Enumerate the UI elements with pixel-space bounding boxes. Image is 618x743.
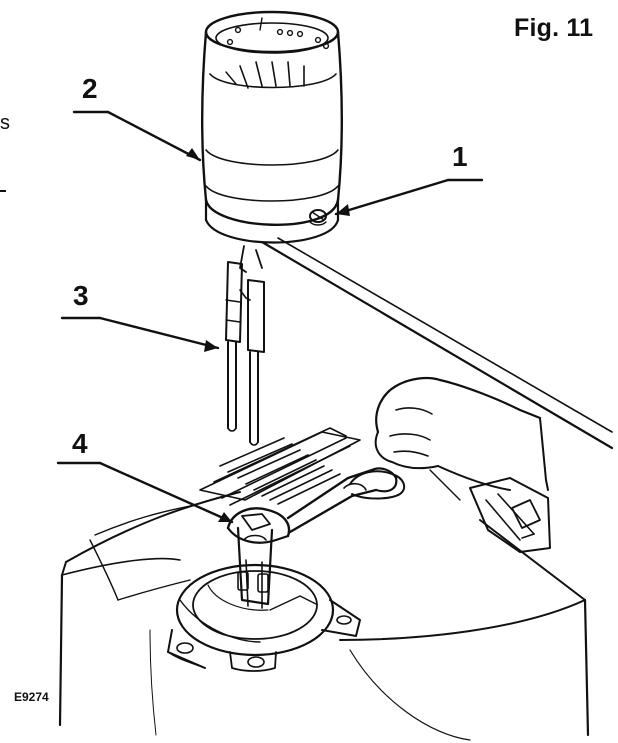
- leader-line-3: [98, 316, 220, 350]
- mounting-flange: [167, 563, 361, 672]
- cropped-edge-text: s: [0, 112, 10, 134]
- arrowhead-4: [218, 512, 232, 522]
- leader-line-1: [334, 178, 450, 216]
- housing-grille: [199, 427, 361, 506]
- leader-line-2: [106, 110, 202, 162]
- blast-tube-icon: [201, 10, 343, 244]
- screw-icon: [309, 209, 327, 226]
- burner-housing-icon: [58, 491, 590, 741]
- sleeve-cuff: [469, 477, 551, 553]
- cropped-edge-dash: [0, 190, 6, 192]
- arrowheads: [186, 148, 350, 522]
- electrode-pair-icon: [225, 245, 265, 446]
- electrode-holder: [236, 526, 274, 609]
- table-edge: [260, 237, 614, 450]
- callout-number-3: 3: [73, 280, 89, 311]
- arrowhead-1: [336, 204, 350, 216]
- leader-lines: [56, 110, 484, 524]
- callout-number-1: 1: [452, 141, 468, 172]
- leader-line-4: [98, 461, 234, 524]
- reference-code: E9274: [14, 690, 49, 704]
- figure-title: Fig. 11: [514, 14, 594, 42]
- hand-icon: [349, 376, 549, 501]
- callout-number-4: 4: [72, 428, 88, 459]
- arrowhead-2: [186, 148, 200, 160]
- callout-number-2: 2: [82, 73, 98, 104]
- arrowhead-3: [204, 340, 218, 352]
